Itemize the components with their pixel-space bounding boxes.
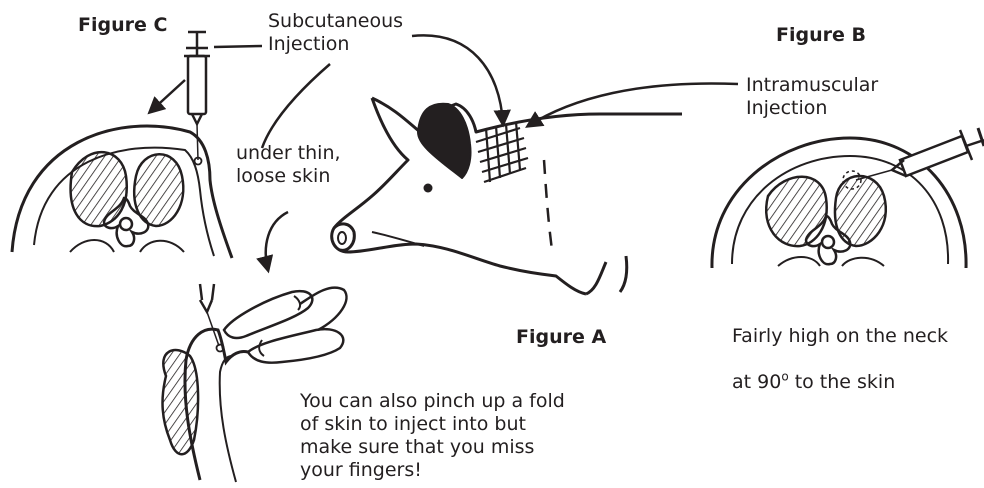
pinch-muscle: [163, 350, 199, 454]
high-neck-line1: Fairly high on the neck: [732, 325, 948, 347]
intramuscular-injection-label: Intramuscular Injection: [746, 74, 878, 120]
figure-b-right-muscle: [835, 176, 886, 246]
figure-c-left-muscle: [71, 152, 127, 226]
pinch-thumb: [224, 291, 312, 338]
high-neck-line2-prefix: at 90: [732, 371, 781, 393]
pinch-syringe: [200, 284, 219, 346]
degree-mark: o: [781, 370, 788, 384]
figure-b-syringe: [856, 128, 984, 180]
figure-b-title: Figure B: [776, 24, 866, 47]
subcutaneous-injection-label: Subcutaneous Injection: [268, 10, 403, 56]
pinch-note: You can also pinch up a fold of skin to …: [300, 390, 565, 482]
figure-c-syringe: [184, 32, 210, 160]
pinch-finger: [248, 329, 343, 363]
under-skin-label: under thin, loose skin: [236, 142, 341, 188]
high-neck-line2-suffix: to the skin: [789, 371, 896, 393]
figure-c-neck-section: [12, 126, 232, 258]
high-neck-note: Fairly high on the neck at 90o to the sk…: [732, 302, 948, 394]
figure-c-title: Figure C: [78, 14, 167, 37]
figure-a-ear: [418, 104, 471, 178]
figure-a-title: Figure A: [516, 326, 606, 349]
figure-b-left-muscle: [766, 177, 826, 246]
